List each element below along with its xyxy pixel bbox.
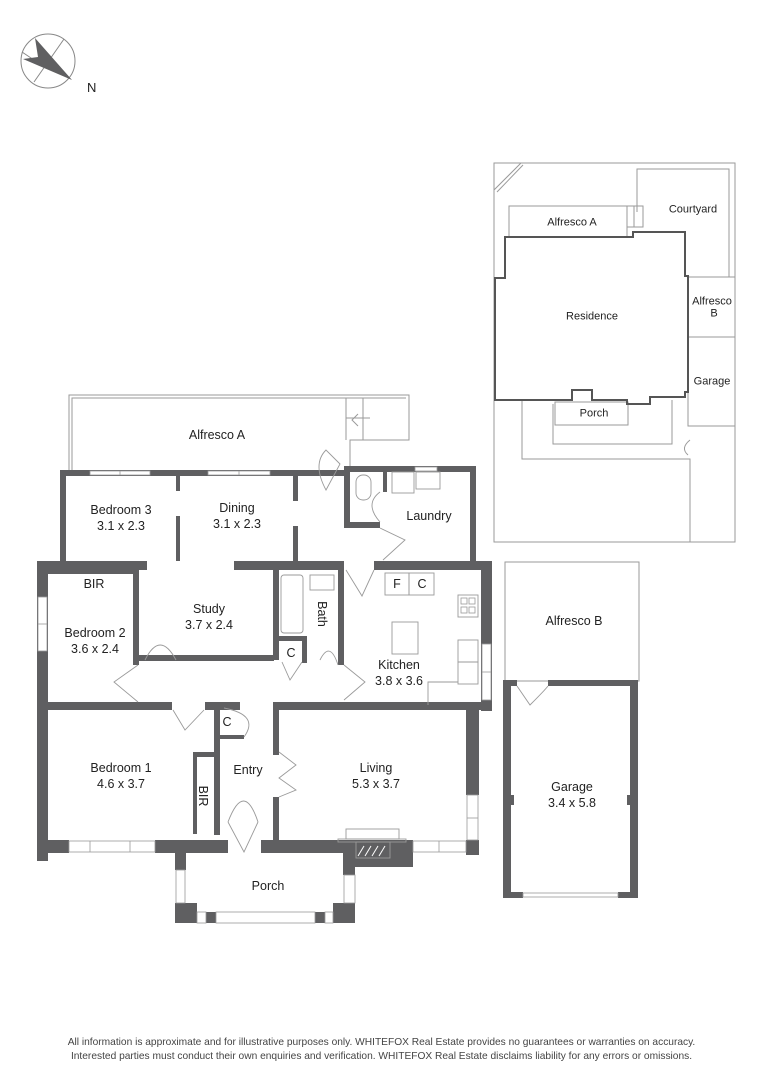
site-label-residence: Residence (566, 310, 618, 323)
site-label-alfresco-b-1: Alfresco (692, 295, 732, 308)
room-label-bir-1: BIR (196, 785, 210, 807)
room-label-entry: Entry (233, 763, 263, 777)
room-label-laundry: Laundry (406, 509, 452, 523)
site-plan (493, 162, 736, 543)
site-label-alfresco-a: Alfresco A (547, 216, 597, 229)
disclaimer: All information is approximate and for i… (0, 1036, 763, 1064)
room-label-alfresco-a: Alfresco A (188, 428, 246, 442)
floor-plan (37, 394, 640, 924)
room-label-cupboard-kitchen: C (417, 577, 427, 591)
north-label: N (87, 80, 97, 95)
disclaimer-line-2: Interested parties must conduct their ow… (70, 1051, 693, 1062)
site-label-garage: Garage (693, 375, 731, 388)
room-label-bath: Bath (315, 601, 329, 627)
room-label-bir-2: BIR (83, 577, 105, 591)
room-label-porch: Porch (251, 879, 285, 893)
compass-icon (20, 33, 76, 89)
room-label-cupboard-hall: C (286, 646, 296, 660)
site-label-alfresco-b-2: B (710, 307, 718, 320)
site-label-courtyard: Courtyard (668, 203, 718, 216)
room-label-cupboard-entry: C (222, 715, 232, 729)
room-label-alfresco-b: Alfresco B (545, 614, 603, 628)
room-label-fridge: F (393, 577, 401, 591)
disclaimer-line-1: All information is approximate and for i… (67, 1037, 696, 1048)
site-label-porch: Porch (579, 407, 609, 420)
